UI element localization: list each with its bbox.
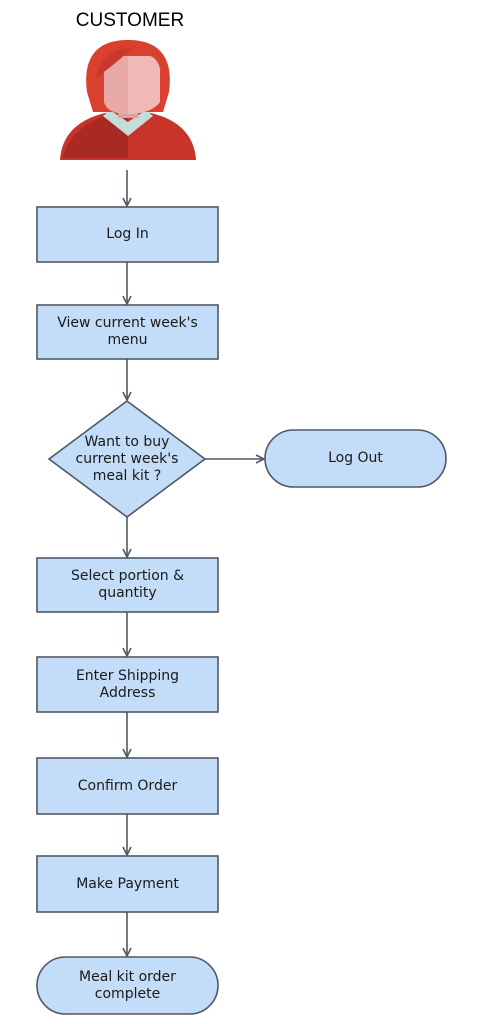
view-menu-text-line1: View current week's (57, 315, 198, 331)
login-text: Log In (106, 226, 149, 242)
decision-diamond (47, 400, 207, 518)
shipping-address-label: Enter Shipping Address (37, 657, 218, 712)
select-portion-text-line1: Select portion & (70, 568, 185, 584)
select-portion-text-line2: quantity (98, 585, 157, 601)
view-menu-box (36, 304, 219, 360)
make-payment-label: Make Payment (37, 856, 218, 912)
view-menu-label: View current week's menu (37, 305, 218, 359)
confirm-order-box (36, 757, 219, 815)
customer-avatar-icon (60, 40, 196, 160)
shipping-text-line2: Address (99, 684, 156, 701)
login-label: Log In (37, 207, 218, 262)
order-complete-text-line2: complete (94, 985, 161, 1002)
logout-terminal (264, 429, 447, 488)
select-portion-box (36, 557, 219, 613)
view-menu-text-line2: menu (107, 332, 148, 348)
decision-text-line2: current week's (75, 450, 179, 467)
shipping-address-box (36, 656, 219, 713)
logout-label: Log Out (265, 430, 446, 487)
order-complete-terminal (36, 956, 219, 1015)
decision-text-line3: meal kit ? (92, 467, 162, 484)
shipping-text-line1: Enter Shipping (75, 667, 180, 684)
login-box (36, 206, 219, 263)
make-payment-text: Make Payment (76, 875, 179, 892)
decision-label: Want to buy current week's meal kit ? (60, 430, 194, 488)
select-portion-label: Select portion & quantity (37, 558, 218, 612)
decision-text-line1: Want to buy (84, 433, 170, 450)
make-payment-box (36, 855, 219, 913)
order-complete-text-line1: Meal kit order (79, 968, 176, 985)
customer-title: CUSTOMER (75, 10, 185, 31)
confirm-order-label: Confirm Order (37, 758, 218, 814)
confirm-order-text: Confirm Order (77, 777, 178, 794)
logout-text: Log Out (328, 450, 383, 466)
order-complete-label: Meal kit order complete (37, 957, 218, 1014)
